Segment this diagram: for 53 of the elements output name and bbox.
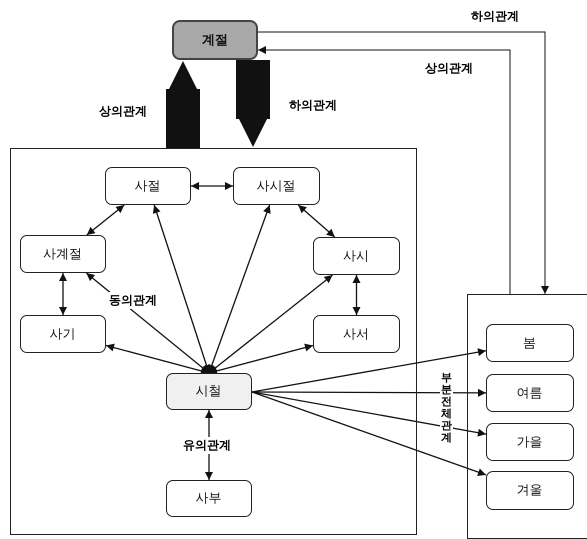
arrow: [106, 344, 210, 375]
arrow: [252, 388, 486, 397]
edge-label: 하의관계: [470, 8, 520, 25]
term-label: 가을: [516, 434, 542, 450]
term-label: 여름: [516, 384, 542, 402]
term-box: [486, 324, 574, 362]
arrow: [86, 204, 125, 236]
block-arrow: [236, 60, 270, 147]
term-label: 사기: [50, 326, 76, 342]
edge-label: 상의관계: [98, 103, 148, 120]
arrow: [252, 391, 486, 437]
term-box: [166, 480, 252, 516]
term-label: 사부: [196, 490, 222, 507]
term-label: 사시절: [256, 178, 296, 194]
term-label: 사계절: [43, 246, 82, 262]
term-box: [312, 314, 400, 352]
term-box: [20, 234, 106, 272]
edge-label: 상의관계: [424, 60, 474, 77]
term-label: 사시: [343, 248, 369, 264]
edge-label: 유의관계: [182, 437, 232, 454]
block-arrow: [166, 61, 200, 148]
edge-label: 하의관계: [288, 97, 338, 114]
term-label: 겨울: [516, 482, 542, 499]
arrow: [258, 32, 549, 294]
group-frame: [10, 148, 417, 535]
arrow: [191, 182, 233, 190]
arrow: [152, 204, 210, 374]
group-frame: [467, 294, 587, 539]
term-label: 사서: [343, 326, 369, 342]
term-label: 계절: [202, 32, 228, 49]
arrow: [258, 46, 510, 294]
term-box: [166, 372, 252, 410]
relation-label: 부분전체관계: [440, 372, 453, 445]
arrow: [59, 273, 67, 315]
term-box: [312, 236, 400, 274]
term-box: [486, 470, 574, 510]
term-label: 봄: [523, 334, 536, 352]
arrow: [208, 344, 314, 375]
arrow: [208, 274, 333, 374]
arrow: [298, 204, 336, 238]
arrow: [252, 391, 486, 476]
term-box: [232, 166, 320, 204]
arrow: [352, 275, 360, 315]
term-label: 사절: [134, 178, 160, 194]
term-label: 시철: [196, 383, 222, 400]
relation-label: 동의관계: [108, 292, 158, 309]
term-box: [486, 422, 574, 460]
category-box: [172, 20, 258, 60]
term-box: [20, 314, 106, 352]
arrow: [208, 204, 271, 374]
arrow: [252, 348, 486, 393]
term-box: [104, 166, 190, 204]
term-box: [486, 374, 574, 412]
